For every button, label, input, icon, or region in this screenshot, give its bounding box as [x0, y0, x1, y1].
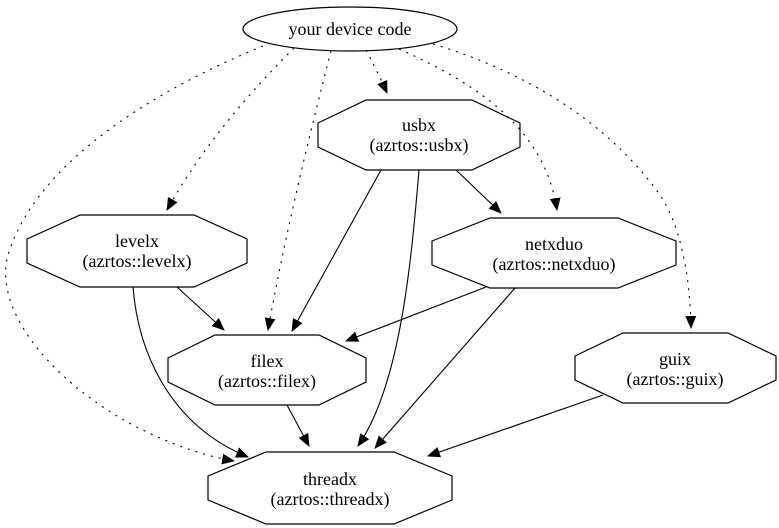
- edge-levelx-threadx: [132, 286, 250, 458]
- edge-guix-threadx: [426, 394, 604, 458]
- node-threadx: threadx (azrtos::threadx): [207, 451, 453, 525]
- node-shape-usbx: [317, 99, 521, 171]
- edge-usbx-netxduo: [455, 169, 502, 214]
- node-label-threadx: threadx: [303, 469, 357, 489]
- node-shape-filex: [167, 334, 367, 406]
- node-filex: filex (azrtos::filex): [167, 334, 367, 406]
- node-shape-levelx: [26, 214, 248, 288]
- node-shape-threadx: [207, 451, 453, 525]
- node-shape-guix: [574, 332, 777, 404]
- node-label-netxduo: netxduo: [525, 234, 583, 254]
- edge-netxduo-threadx: [374, 287, 516, 449]
- edge-netxduo-filex: [344, 286, 487, 342]
- edge-usbx-filex: [291, 169, 382, 332]
- node-shape-device: [242, 6, 458, 52]
- edge-device-levelx: [166, 47, 295, 211]
- node-label-guix: guix: [659, 349, 691, 369]
- node-label-usbx: usbx: [402, 115, 436, 135]
- edge-device-filex: [264, 50, 332, 332]
- node-label-device: your device code: [289, 19, 412, 39]
- edge-filex-threadx: [286, 404, 310, 447]
- node-sublabel-filex: (azrtos::filex): [218, 371, 316, 392]
- node-usbx: usbx (azrtos::usbx): [317, 99, 521, 171]
- node-label-levelx: levelx: [115, 231, 159, 251]
- node-sublabel-threadx: (azrtos::threadx): [271, 489, 390, 510]
- node-levelx: levelx (azrtos::levelx): [26, 214, 248, 288]
- edge-device-netxduo: [398, 48, 561, 212]
- edge-usbx-threadx: [357, 169, 420, 447]
- node-label-filex: filex: [251, 351, 284, 371]
- node-device: your device code: [242, 6, 458, 52]
- node-sublabel-guix: (azrtos::guix): [627, 369, 724, 390]
- edge-levelx-filex: [176, 286, 225, 331]
- edge-device-guix: [432, 43, 697, 330]
- node-sublabel-netxduo: (azrtos::netxduo): [493, 254, 616, 275]
- node-shape-netxduo: [431, 217, 677, 289]
- node-guix: guix (azrtos::guix): [574, 332, 777, 404]
- node-sublabel-usbx: (azrtos::usbx): [370, 135, 469, 156]
- edge-device-usbx: [365, 49, 388, 94]
- node-sublabel-levelx: (azrtos::levelx): [83, 251, 192, 272]
- node-netxduo: netxduo (azrtos::netxduo): [431, 217, 677, 289]
